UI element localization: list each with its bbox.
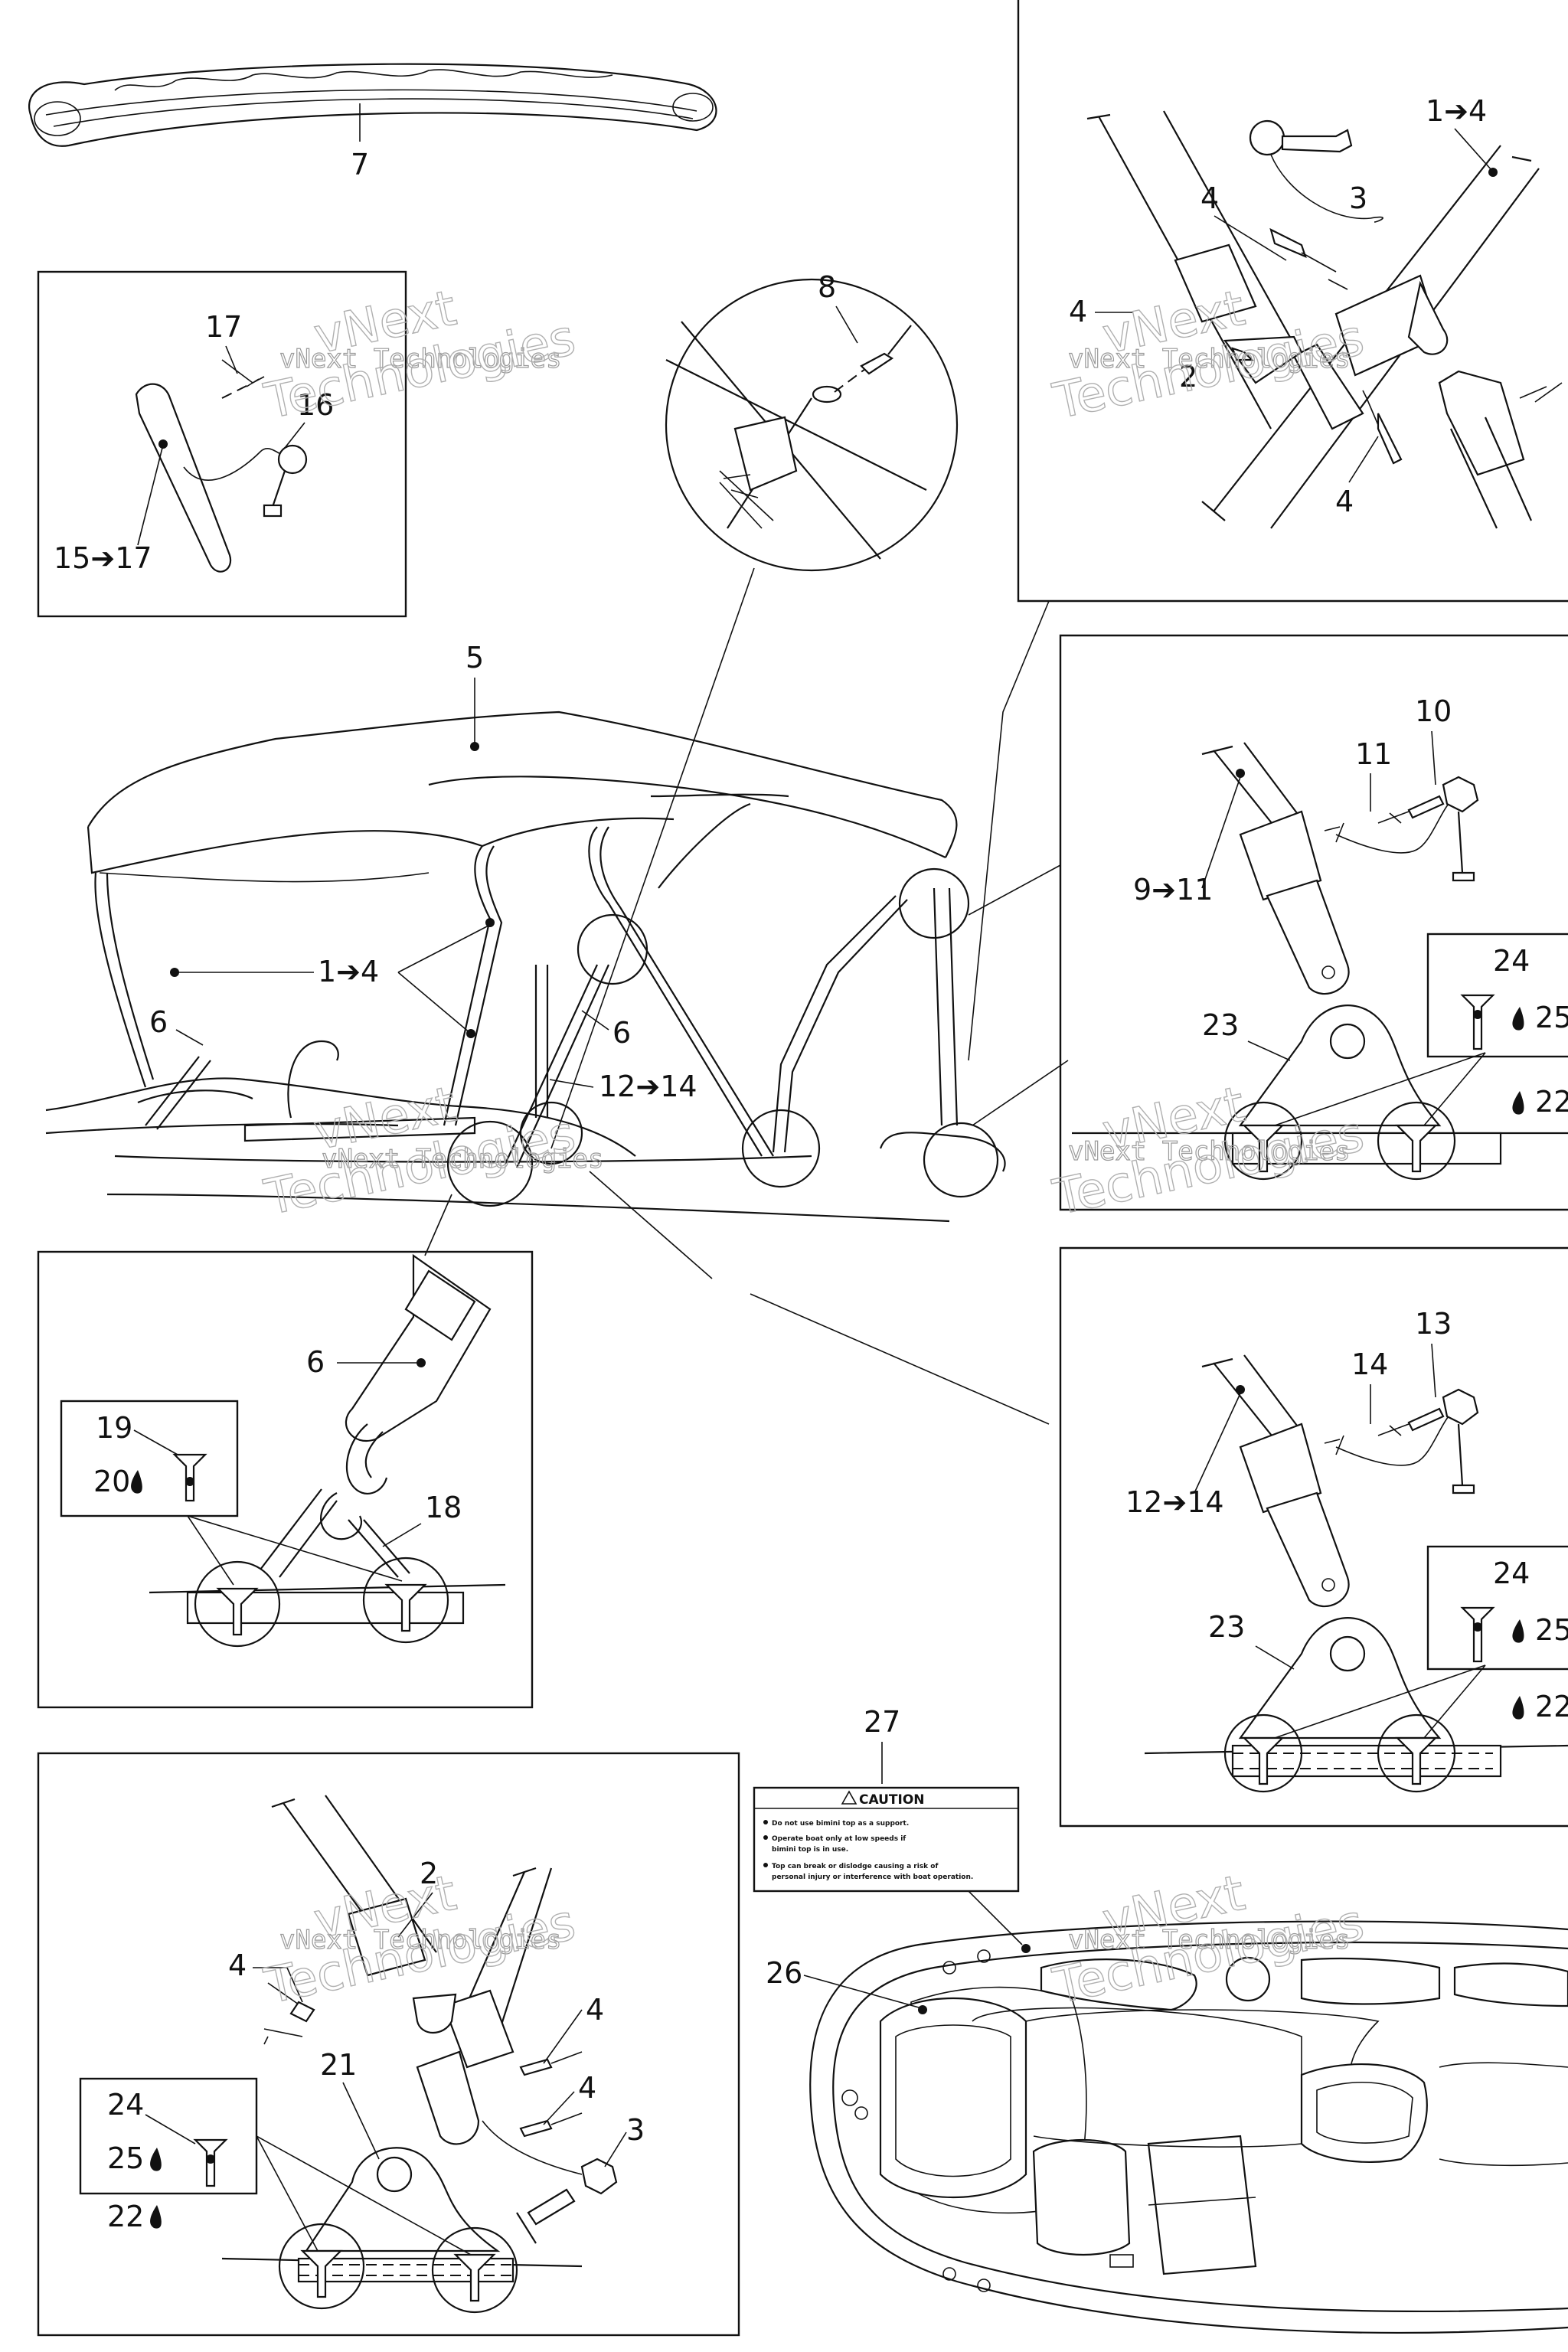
label-8: 8: [818, 270, 836, 304]
label-6-mid: 6: [612, 1016, 631, 1050]
label-1-4-main: 1➔4: [318, 955, 379, 988]
label-24-a: 24: [1493, 944, 1530, 978]
caution-line-4: Top can break or dislodge causing a risk…: [772, 1863, 938, 1870]
detail-circle-rivet: [665, 278, 959, 572]
label-25-a: 25: [1535, 1001, 1568, 1034]
label-25-c: 25: [107, 2141, 144, 2175]
label-2-top: 2: [1179, 360, 1197, 394]
label-25-b: 25: [1535, 1613, 1568, 1647]
label-23-b: 23: [1208, 1610, 1245, 1644]
label-7: 7: [351, 148, 369, 181]
label-22-a: 22: [1535, 1085, 1568, 1119]
watermark-1: vNext Technologies: [279, 344, 561, 374]
label-11: 11: [1355, 737, 1392, 771]
label-4-a: 4: [1200, 181, 1219, 215]
label-4-d: 4: [228, 1949, 247, 1982]
label-18: 18: [425, 1491, 462, 1524]
joint-detail-illustration: [1086, 110, 1563, 529]
label-10: 10: [1415, 694, 1452, 728]
label-2-bottom: 2: [420, 1857, 438, 1890]
label-6-left: 6: [149, 1005, 168, 1039]
label-22-b: 22: [1535, 1690, 1568, 1723]
label-5: 5: [466, 641, 484, 675]
caution-line-1: Do not use bimini top as a support.: [772, 1820, 909, 1828]
detail-box-joint: [1017, 0, 1568, 603]
label-22-c: 22: [107, 2200, 144, 2233]
rear-bracket-illustration: [1072, 742, 1568, 1181]
detail-box-rear-bracket: [1059, 634, 1568, 1211]
caution-decal: CAUTION Do not use bimini top as a suppo…: [753, 1786, 1020, 1893]
watermark-5: vNext Technologies: [279, 1925, 561, 1955]
label-1-4-top: 1➔4: [1426, 94, 1487, 128]
label-17: 17: [205, 310, 242, 344]
strap-illustration: [135, 359, 308, 573]
label-16: 16: [297, 388, 334, 422]
middle-bracket-illustration: [1144, 1354, 1568, 1793]
label-14: 14: [1351, 1348, 1388, 1381]
caution-title: CAUTION: [859, 1792, 925, 1808]
bimini-top-illustration: [45, 710, 1006, 1223]
bow-bracket-illustration: [79, 1795, 618, 2314]
label-21: 21: [320, 2048, 357, 2082]
watermark-3: vNext Technologies: [322, 1144, 603, 1174]
label-19: 19: [96, 1411, 132, 1445]
detail-box-bow-bracket: [37, 1752, 740, 2337]
label-4-b: 4: [1069, 295, 1087, 328]
detail-box-strap: [37, 270, 407, 618]
label-6-detail: 6: [306, 1345, 325, 1379]
label-12-14-main: 12➔14: [599, 1070, 697, 1103]
label-13: 13: [1415, 1307, 1452, 1341]
label-3-top: 3: [1349, 181, 1367, 215]
boat-top-view-illustration: [809, 1920, 1568, 2334]
label-27: 27: [864, 1705, 900, 1739]
label-3-bottom: 3: [626, 2113, 645, 2147]
detail-box-front-mount: [37, 1250, 534, 1709]
label-24-b: 24: [1493, 1557, 1530, 1590]
watermark-6: vNext Technologies: [1068, 1925, 1350, 1955]
rivet-detail-illustration: [665, 321, 927, 560]
label-20: 20: [93, 1465, 130, 1498]
label-23-a: 23: [1202, 1008, 1239, 1042]
label-24-c: 24: [107, 2088, 144, 2122]
label-15-17: 15➔17: [54, 541, 152, 575]
front-mount-illustration: [60, 1253, 506, 1648]
caution-line-5: personal injury or interference with boa…: [772, 1873, 973, 1881]
label-4-e: 4: [586, 1993, 604, 2027]
detail-box-middle-bracket: [1059, 1246, 1568, 1828]
label-12-14-detail: 12➔14: [1125, 1485, 1224, 1519]
label-4-c: 4: [1335, 485, 1354, 518]
caution-line-3: bimini top is in use.: [772, 1846, 848, 1854]
watermark-2: vNext Technologies: [1068, 344, 1350, 374]
label-4-f: 4: [578, 2071, 596, 2105]
label-9-11: 9➔11: [1133, 873, 1213, 906]
label-26: 26: [766, 1956, 802, 1990]
bimini-boot-illustration: [28, 63, 717, 147]
caution-line-2: Operate boat only at low speeds if: [772, 1835, 906, 1843]
watermark-4: vNext Technologies: [1068, 1136, 1350, 1167]
